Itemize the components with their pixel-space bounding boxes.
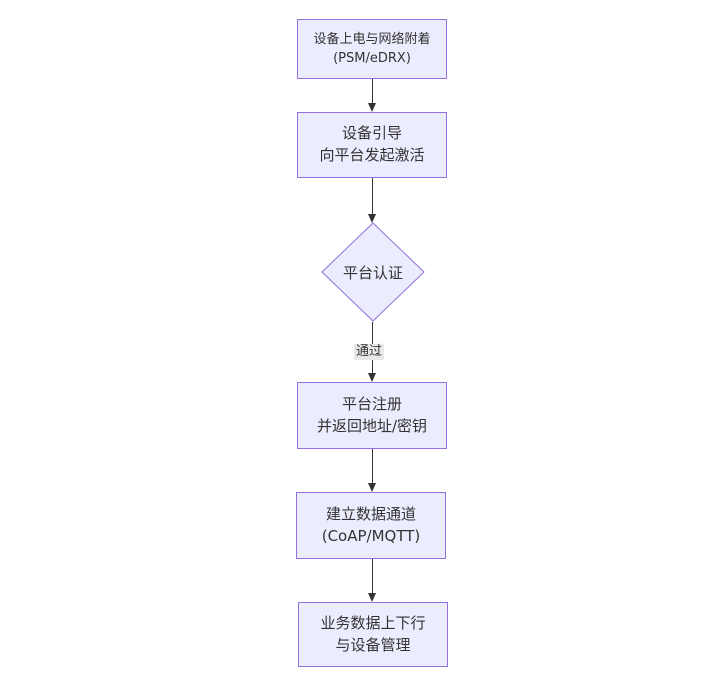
node-text-line: 平台认证 xyxy=(342,263,403,282)
arrowhead-down-icon xyxy=(368,103,376,112)
edge-line xyxy=(372,559,373,593)
node-text-line: (PSM/eDRX) xyxy=(333,51,411,66)
node-text-line: 平台注册 xyxy=(341,394,402,413)
edge-line xyxy=(372,79,373,103)
edge-line xyxy=(372,360,373,373)
node-text-line: (CoAP/MQTT) xyxy=(321,526,421,545)
edge-label-pass: 通过 xyxy=(354,344,385,361)
arrowhead-down-icon xyxy=(368,214,376,223)
arrowhead-down-icon xyxy=(368,373,376,382)
node-text-line: 设备上电与网络附着 xyxy=(313,31,431,47)
arrowhead-down-icon xyxy=(368,593,376,602)
flow-node-auth-decision: 平台认证 xyxy=(321,222,425,322)
flow-node-bootstrap: 设备引导 向平台发起激活 xyxy=(297,112,447,178)
flow-node-register: 平台注册 并返回地址/密钥 xyxy=(297,382,447,449)
diamond-shape xyxy=(321,222,425,322)
node-text-line: 设备引导 xyxy=(341,124,402,143)
node-text-line: 业务数据上下行 xyxy=(320,613,426,632)
node-text-line: 与设备管理 xyxy=(335,635,411,654)
flow-node-power-attach: 设备上电与网络附着 (PSM/eDRX) xyxy=(297,19,447,79)
edge-line xyxy=(372,449,373,483)
node-text-line: 建立数据通道 xyxy=(325,504,416,523)
flow-node-business: 业务数据上下行 与设备管理 xyxy=(298,602,448,667)
node-text-line: 并返回地址/密钥 xyxy=(316,416,428,435)
edge-line xyxy=(372,178,373,214)
arrowhead-down-icon xyxy=(368,483,376,492)
flow-node-data-channel: 建立数据通道 (CoAP/MQTT) xyxy=(296,492,446,559)
edge-line xyxy=(372,322,373,345)
node-text-line: 向平台发起激活 xyxy=(319,146,425,164)
